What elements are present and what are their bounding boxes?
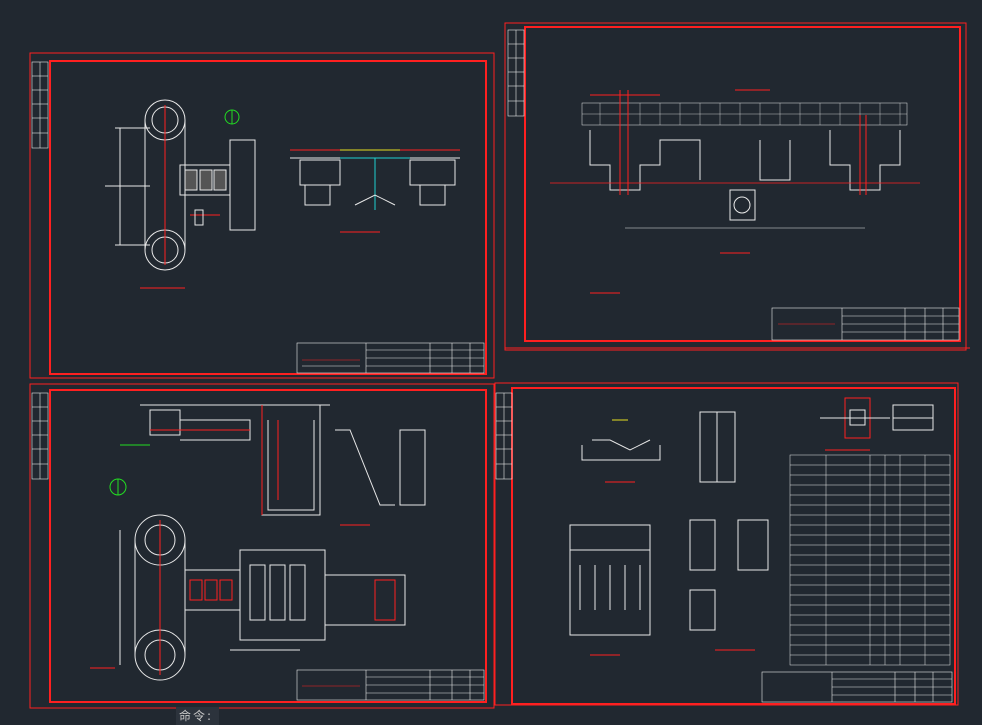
sheet-4	[494, 382, 959, 706]
sheet-1-outer-border	[29, 52, 495, 379]
sheet-3	[29, 383, 495, 709]
sheet-4-material-table	[789, 449, 951, 666]
command-line-prompt[interactable]: 命令:	[176, 707, 219, 725]
sheet-2-outer-border	[504, 22, 967, 351]
sheet-4-detail-box	[820, 397, 934, 439]
sheet-1-inner-border	[49, 60, 487, 375]
sheet-2-longitudinal-section	[550, 89, 920, 294]
sheet-3-sidebar	[31, 392, 49, 480]
sheet-4-sidebar	[495, 392, 513, 480]
sheet-4-details	[569, 411, 769, 656]
sheet-3-section-view	[109, 404, 426, 526]
sheet-2-sidebar	[507, 29, 525, 117]
sheet-1-section-view	[290, 149, 460, 233]
sheet-3-title-block	[296, 669, 485, 701]
sheet-1-plan-view	[105, 99, 256, 289]
sheet-2-title-block	[771, 307, 960, 341]
sheet-2-inner-border	[524, 26, 961, 342]
sheet-4-title-block	[761, 671, 953, 703]
sheet-2	[504, 22, 970, 351]
sheet-1-sidebar	[31, 61, 49, 149]
sheet-4-outer-border	[494, 382, 959, 706]
sheet-3-plan-view	[90, 514, 406, 681]
sheet-3-outer-border	[29, 383, 495, 709]
sheet-4-inner-border	[511, 387, 956, 705]
sheet-1	[29, 52, 495, 379]
sheet-3-inner-border	[49, 389, 487, 703]
sheet-1-title-block	[296, 342, 485, 374]
